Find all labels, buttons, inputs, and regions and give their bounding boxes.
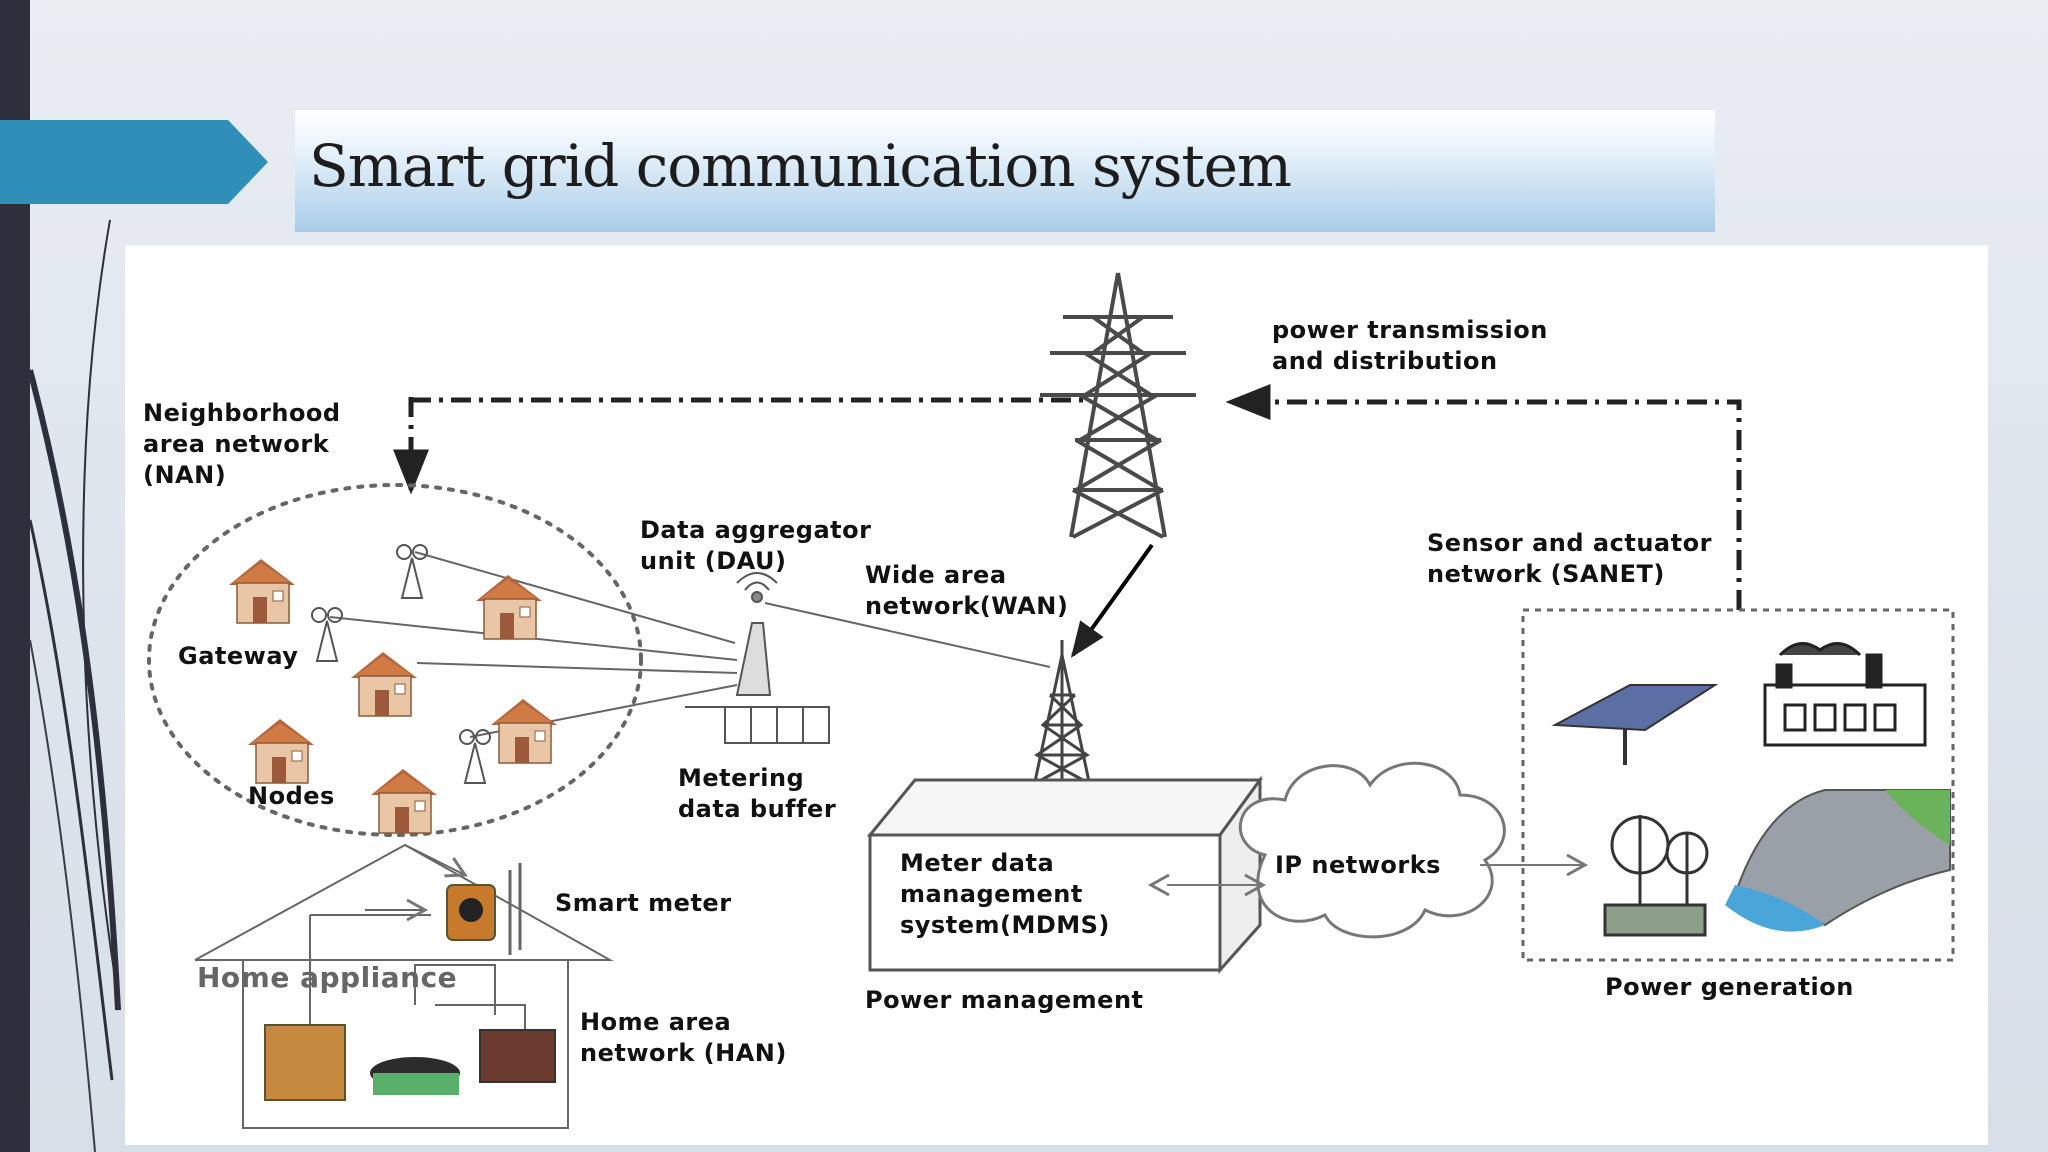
title-banner: Smart grid communication system [295, 110, 1715, 232]
home-icon [247, 718, 315, 784]
label-power-management: Power management [865, 986, 1144, 1014]
home-icon [350, 651, 418, 717]
label-nan: Neighborhood area network (NAN) [143, 399, 341, 489]
gateway-icon [396, 544, 428, 599]
label-metering-buffer: Metering data buffer [678, 764, 837, 823]
ip-networks-cloud [1238, 761, 1506, 939]
home-appliances-icon [264, 1024, 556, 1101]
label-ip-networks: IP networks [1275, 851, 1441, 879]
smart-meter-icon [446, 863, 522, 955]
mdms-box [866, 775, 1263, 974]
wind-turbine-icon [1603, 815, 1709, 937]
title-arrow-tab [0, 120, 268, 204]
label-gateway: Gateway [178, 642, 299, 670]
slide-title: Smart grid communication system [309, 132, 1292, 200]
label-nodes: Nodes [248, 782, 335, 810]
gateway-icon [311, 607, 343, 662]
label-mdms: Meter data management system(MDMS) [900, 849, 1110, 939]
smart-grid-diagram: power transmission and distribution Neig… [125, 245, 1988, 1145]
label-smart-meter: Smart meter [555, 889, 732, 917]
data-aggregator-icon [735, 572, 778, 696]
metering-buffer-icon [685, 706, 830, 744]
hydro-dam-icon [1725, 789, 1951, 932]
gateway-icon [459, 729, 491, 784]
transmission-tower-icon [1040, 272, 1196, 539]
label-power-transmission: power transmission and distribution [1272, 316, 1548, 375]
solar-panel-icon [1551, 684, 1719, 765]
label-power-generation: Power generation [1605, 973, 1854, 1001]
label-dau: Data aggregator unit (DAU) [640, 516, 872, 575]
factory-icon [1763, 642, 1927, 747]
diagram-graphics [147, 272, 1955, 1129]
home-icon [228, 558, 296, 624]
home-icon [490, 698, 558, 764]
decorative-swoosh [27, 219, 121, 1152]
home-icon [370, 768, 438, 834]
label-home-appliance: Home appliance [197, 961, 458, 994]
label-wan: Wide area network(WAN) [865, 561, 1069, 620]
label-han: Home area network (HAN) [580, 1008, 787, 1067]
label-sanet: Sensor and actuator network (SANET) [1427, 529, 1712, 588]
